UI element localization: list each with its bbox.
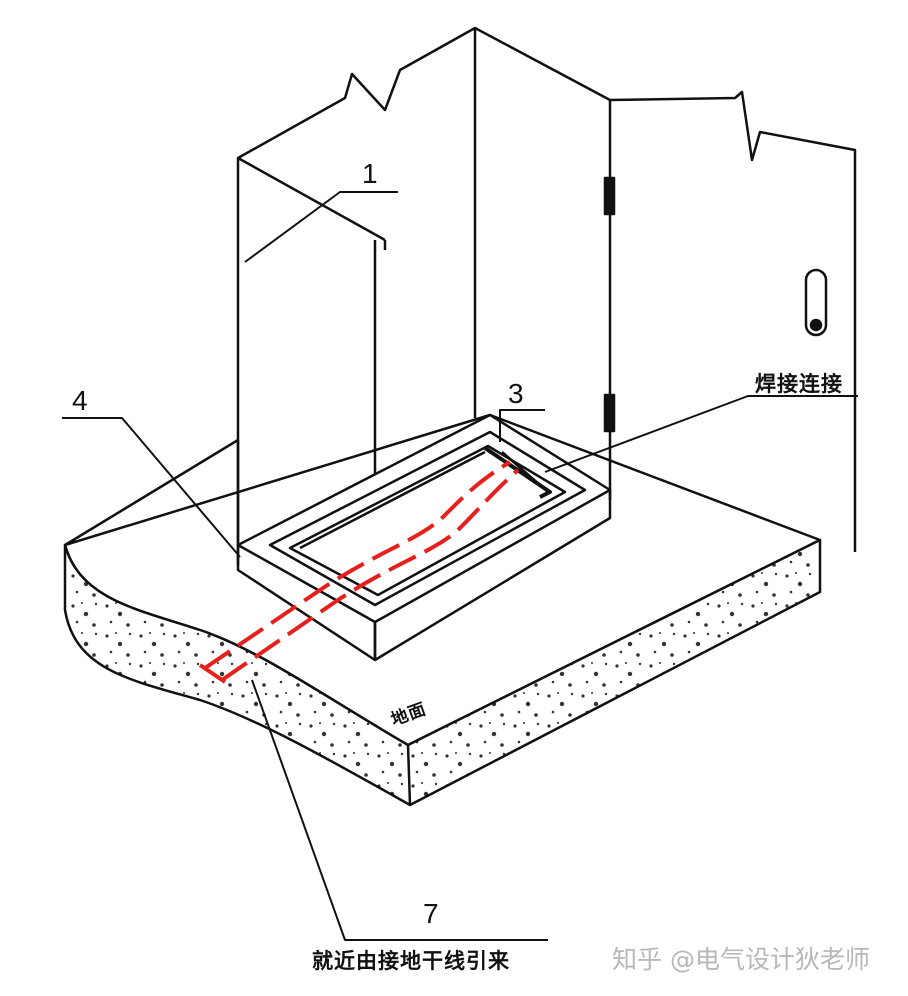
welded-connection-label: 焊接连接 (755, 372, 843, 396)
callout-1: 1 (362, 158, 378, 189)
watermark: 知乎 @电气设计狄老师 (612, 945, 870, 974)
leader-1 (244, 191, 398, 263)
leader-7 (251, 679, 548, 941)
leader-weld (544, 395, 858, 473)
leader-4 (62, 417, 241, 558)
hinge-icon (603, 393, 616, 433)
wall (609, 90, 857, 552)
hinge-icon (603, 176, 616, 216)
grounding-source-label: 就近由接地干线引来 (312, 949, 510, 973)
grounding-conductor (198, 460, 520, 684)
floor-slab-body (63, 538, 822, 807)
callout-7: 7 (423, 898, 439, 929)
leader-3 (499, 409, 545, 442)
door-handle-icon (804, 268, 828, 337)
callout-3: 3 (508, 378, 524, 409)
cabinet-outline (236, 26, 612, 565)
callout-4: 4 (72, 385, 88, 416)
